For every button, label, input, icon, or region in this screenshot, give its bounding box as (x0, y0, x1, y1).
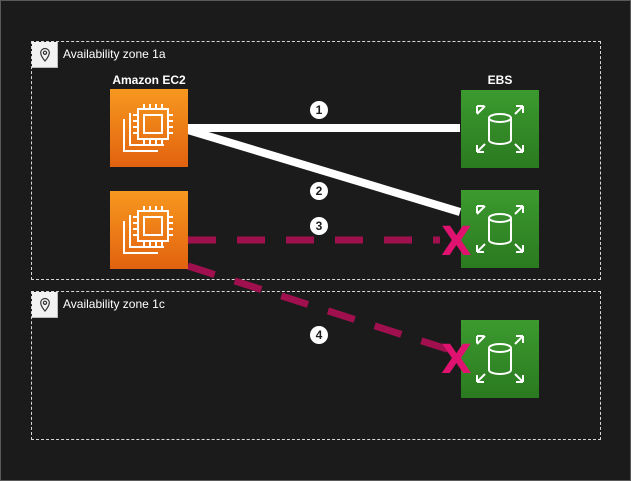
step-1-badge: 1 (310, 101, 328, 119)
location-pin-icon (32, 42, 58, 68)
availability-zone-1c: Availability zone 1c (31, 291, 601, 440)
ebs-title: EBS (487, 73, 513, 87)
step-3-badge: 3 (310, 217, 328, 235)
ec2-title: Amazon EC2 (112, 73, 186, 87)
step-4-badge: 4 (310, 326, 328, 344)
location-pin-icon (32, 292, 58, 318)
attached-connector-2 (186, 126, 462, 216)
availability-zone-1a: Availability zone 1a (31, 41, 601, 280)
ebs-volume-icon (461, 320, 539, 398)
fail-mark-icon: X (441, 337, 472, 383)
zone-label: Availability zone 1a (63, 47, 166, 61)
fail-mark-icon: X (441, 219, 472, 265)
zone-label: Availability zone 1c (63, 297, 165, 311)
ec2-instance-icon (110, 191, 188, 269)
ec2-instance-icon (110, 89, 188, 167)
step-2-badge: 2 (310, 182, 328, 200)
ebs-volume-icon (461, 90, 539, 168)
ebs-volume-icon (461, 190, 539, 268)
